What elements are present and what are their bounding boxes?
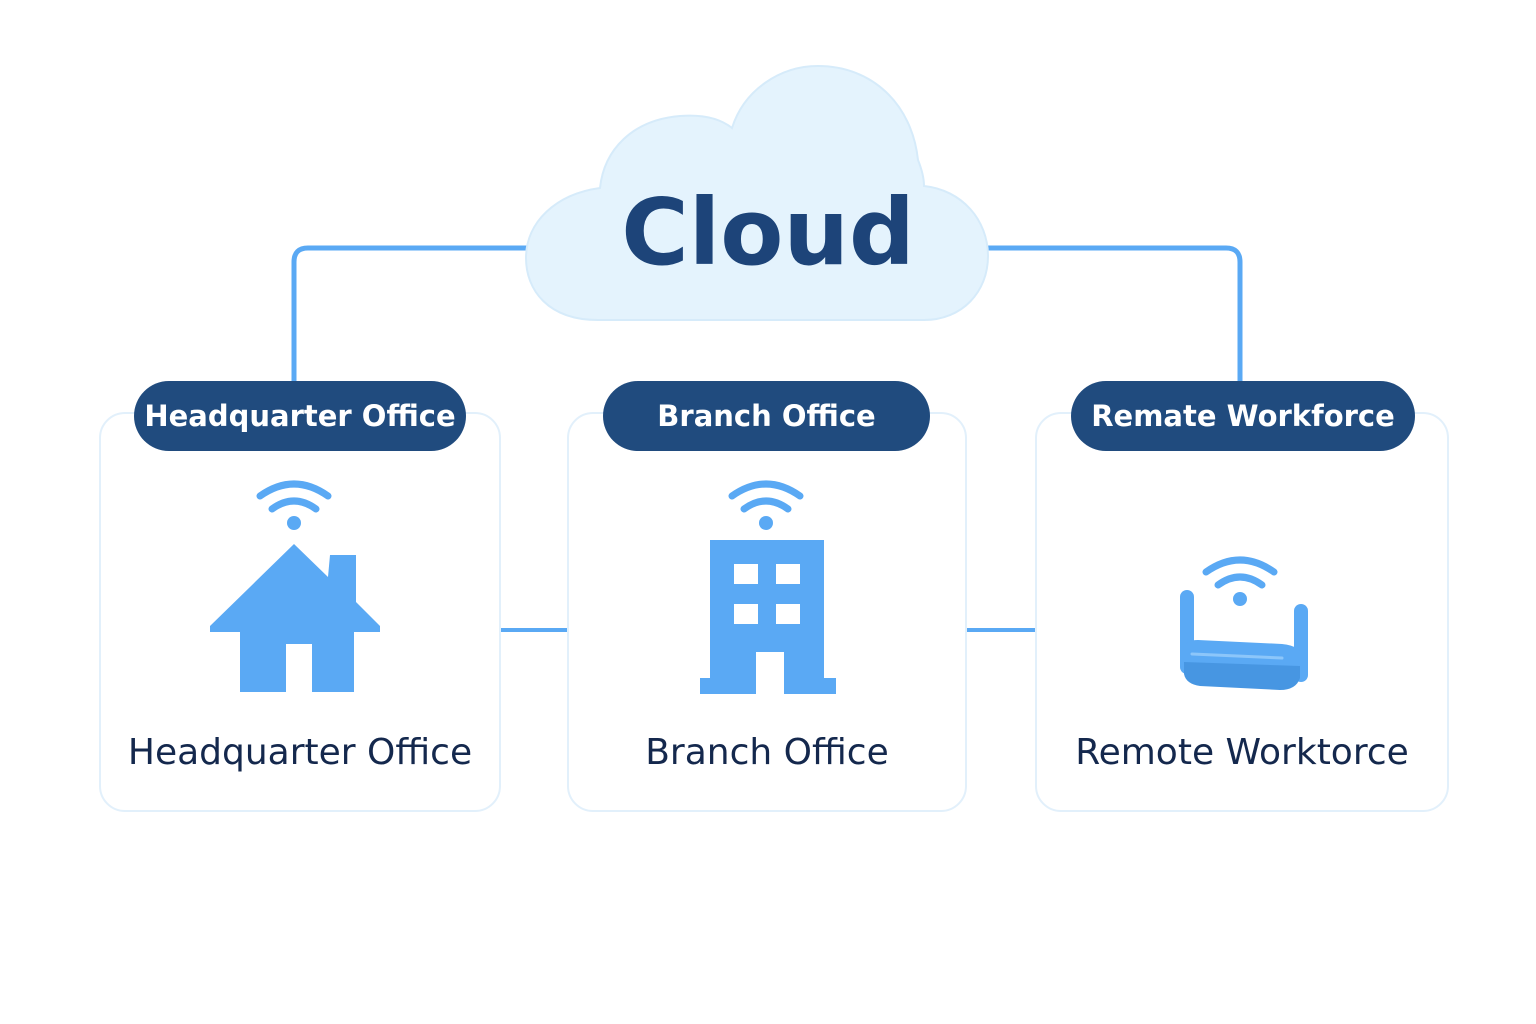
headquarter-pill[interactable]: Headquarter Office: [134, 381, 466, 451]
branch-caption: Branch Office: [645, 732, 889, 773]
wifi-icon: [728, 480, 804, 530]
cloud-label: Cloud: [621, 179, 915, 286]
branch-pill[interactable]: Branch Office: [603, 381, 930, 451]
house-icon: [210, 544, 380, 692]
cloud-icon: [524, 64, 990, 321]
headquarter-caption: Headquarter Office: [127, 732, 473, 773]
wireless-router-icon: [1180, 590, 1308, 690]
cloud-to-headquarter-line: [291, 245, 533, 385]
wifi-icon: [1202, 556, 1278, 606]
remote-pill[interactable]: Remate Workforce: [1071, 381, 1415, 451]
office-building-icon: [700, 540, 836, 694]
remote-card[interactable]: [1035, 412, 1449, 812]
cloud-to-remote-line: [983, 245, 1243, 385]
wifi-icon: [256, 480, 332, 530]
remote-caption: Remote Worktorce: [1075, 732, 1409, 773]
